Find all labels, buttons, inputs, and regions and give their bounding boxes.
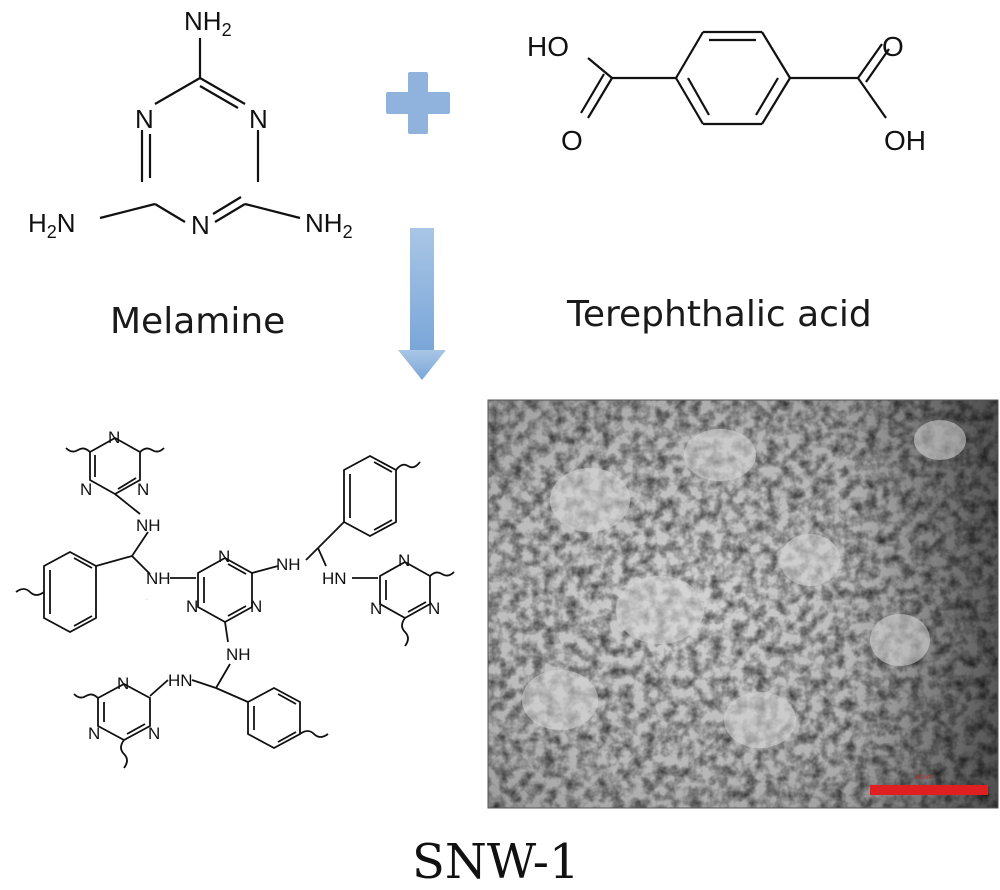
net-nh-1: NH: [136, 516, 161, 535]
product-label: SNW-1: [412, 834, 579, 890]
net-n-r3: N: [428, 599, 440, 618]
snw-network-structure: [15, 436, 455, 769]
net-n-r2: N: [370, 599, 382, 618]
melamine-n-left: N: [135, 104, 154, 134]
net-n-c3: N: [250, 597, 262, 616]
terephthalic-ho: HO: [527, 31, 569, 62]
terephthalic-o-bottom: O: [561, 125, 583, 156]
melamine-h2n-left: H2N: [28, 208, 76, 242]
terephthalic-o-top: O: [882, 31, 904, 62]
net-hn-h: HN: [146, 599, 148, 601]
net-n-b3: N: [148, 724, 160, 743]
melamine-nh2-top: NH2: [184, 6, 232, 40]
net-nh-3: NH: [276, 555, 301, 574]
melamine-caption: Melamine: [110, 301, 285, 342]
net-n-r1: N: [398, 551, 410, 570]
net-hn-1: HN: [322, 569, 347, 588]
plus-icon: [386, 72, 450, 134]
scale-bar: [870, 785, 988, 795]
terephthalic-acid-caption: Terephthalic acid: [566, 294, 872, 335]
tem-micrograph: 70 nm: [487, 399, 999, 809]
reaction-arrow: [398, 228, 446, 380]
terephthalic-acid-structure: [580, 30, 890, 126]
net-n-c1: N: [218, 547, 230, 566]
melamine-n-bottom: N: [191, 210, 210, 240]
melamine-nh2-right: NH2: [305, 208, 353, 242]
net-nh-4: NH: [226, 645, 251, 664]
melamine-n-right: N: [249, 104, 268, 134]
net-n-a3: N: [137, 480, 149, 499]
net-n-a2: N: [80, 480, 92, 499]
melamine-structure: [99, 38, 301, 223]
net-n-b2: N: [88, 724, 100, 743]
net-n-a1: N: [108, 428, 120, 447]
net-hn-2: HN: [168, 671, 193, 690]
net-nh-2: NH: [146, 569, 171, 588]
net-n-c2: N: [186, 597, 198, 616]
terephthalic-oh: OH: [884, 125, 926, 156]
scale-bar-label: 70 nm: [915, 775, 932, 781]
net-n-b1: N: [117, 674, 129, 693]
snw-network-atom-labels: N N N NH NH HN N N N NH NH HN N N N HN N…: [80, 428, 440, 743]
